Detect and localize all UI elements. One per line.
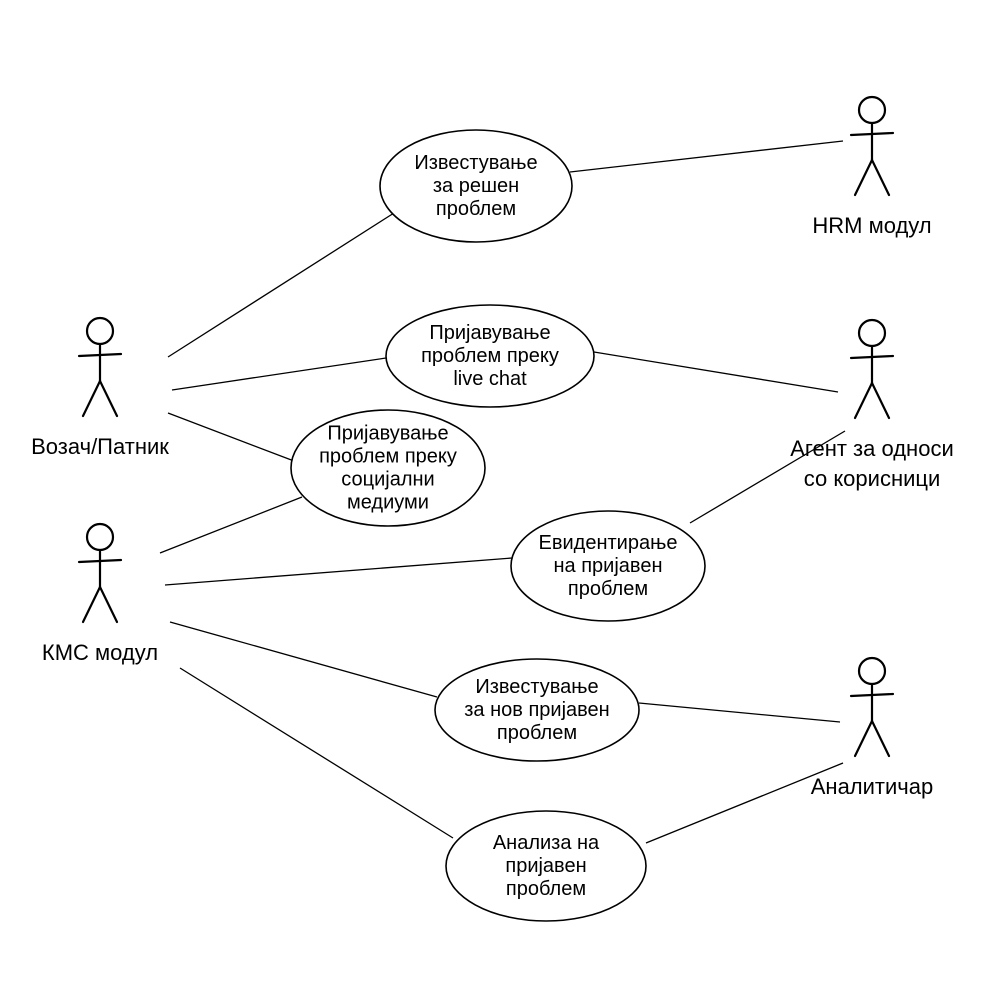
use-case-label-line: за нов пријавен: [464, 699, 609, 721]
association-line-kms-module--report-problem-social-media: [159, 496, 303, 554]
actor-analyst: Аналитичар: [811, 656, 933, 799]
use-case-label-line: проблем: [506, 878, 586, 900]
use-case-label-line: социјални: [341, 469, 434, 491]
stick-figure-icon: [77, 522, 123, 624]
use-case-ellipse: [434, 658, 640, 762]
use-case-ellipse: [445, 810, 647, 922]
actor-label-line: КМС модул: [42, 640, 158, 665]
use-case-label-line: за решен: [433, 175, 519, 197]
actor-label-line: Возач/Патник: [31, 434, 169, 459]
use-case-ellipse: [379, 129, 573, 243]
association-line-driver-passenger--report-problem-live-chat: [171, 357, 387, 391]
association-line-analyze-reported-problem--analyst: [645, 762, 844, 844]
use-case-label-line: Пријавување: [327, 423, 448, 445]
stick-figure-icon: [849, 95, 895, 197]
actor-label-line: со корисници: [804, 466, 941, 491]
use-case-label-line: Известување: [475, 676, 598, 698]
actor-driver-passenger: Возач/Патник: [31, 316, 169, 459]
actor-hrm-module: HRM модул: [812, 95, 932, 238]
association-line-customer-relations-agent--record-reported-problem: [689, 430, 846, 524]
use-case-label-line: на пријавен: [554, 555, 663, 577]
actor-kms-module: КМС модул: [42, 522, 158, 665]
use-case-label-line: проблем преку: [421, 345, 559, 367]
stick-figure-icon: [849, 656, 895, 758]
use-case-label-line: проблем: [436, 198, 516, 220]
association-line-kms-module--analyze-reported-problem: [179, 667, 454, 839]
use-case-label-line: Известување: [414, 152, 537, 174]
association-line-report-problem-live-chat--customer-relations-agent: [593, 351, 839, 393]
use-case-label-line: live chat: [453, 368, 527, 390]
association-line-notify-solved-problem--hrm-module: [569, 140, 844, 173]
association-line-notify-new-reported-problem--analyst: [638, 702, 841, 723]
use-case-ellipse: [385, 304, 595, 408]
stick-figure-icon: [77, 316, 123, 418]
actor-label-line: Аналитичар: [811, 774, 933, 799]
use-case-label-line: проблем преку: [319, 446, 457, 468]
use-case-ellipse: [510, 510, 706, 622]
association-line-kms-module--notify-new-reported-problem: [169, 621, 438, 698]
association-line-driver-passenger--notify-solved-problem: [167, 212, 395, 358]
use-case-label-line: проблем: [568, 578, 648, 600]
association-line-driver-passenger--report-problem-social-media: [167, 412, 295, 462]
use-case-ellipse: [290, 409, 486, 527]
use-case-label-line: Анализа на: [493, 832, 600, 854]
use-case-label-line: Евидентирање: [539, 532, 678, 554]
actor-customer-relations-agent: Агент за односи со корисници: [790, 318, 954, 491]
use-case-label-line: пријавен: [505, 855, 586, 877]
actor-label-line: HRM модул: [812, 213, 931, 238]
use-case-label-line: проблем: [497, 722, 577, 744]
actor-label-line: Агент за односи: [790, 436, 954, 461]
association-line-kms-module--record-reported-problem: [164, 557, 513, 586]
use-case-label-line: Пријавување: [429, 322, 550, 344]
use-case-label-line: медиуми: [347, 492, 429, 514]
stick-figure-icon: [849, 318, 895, 420]
